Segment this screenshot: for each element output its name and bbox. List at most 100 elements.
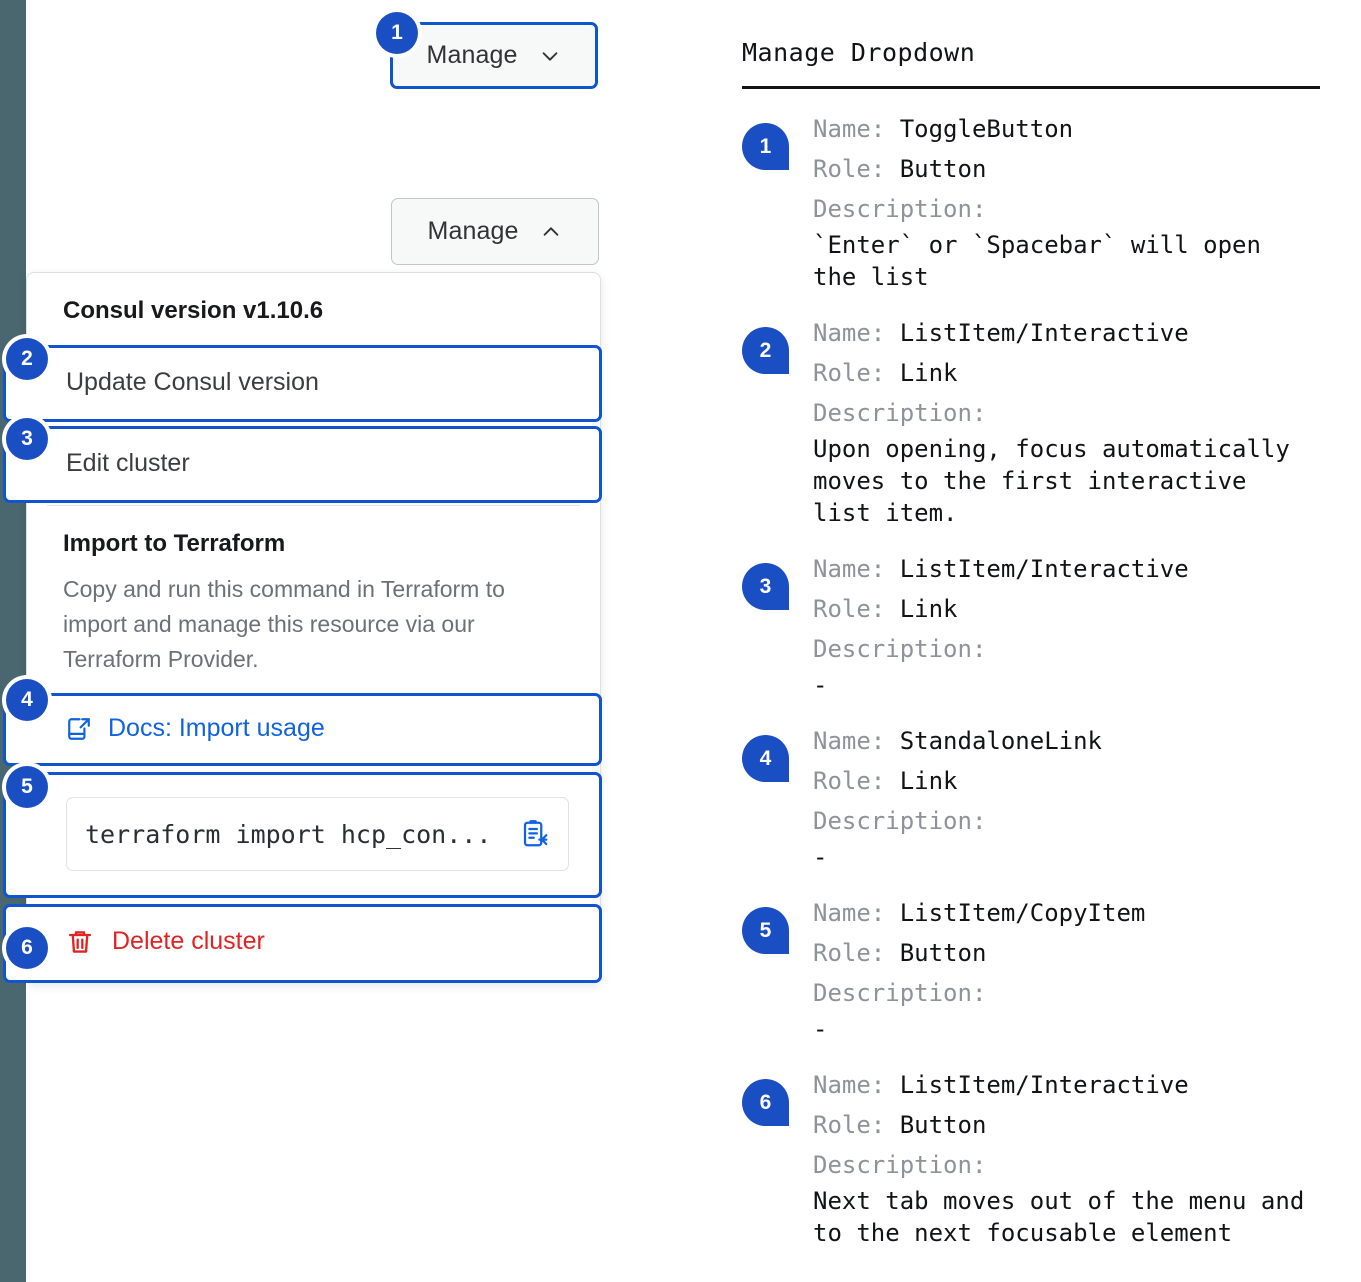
annotation-name-value: StandaloneLink xyxy=(899,727,1102,755)
delete-cluster-label: Delete cluster xyxy=(112,927,265,955)
annotation-name-value: ListItem/Interactive xyxy=(899,319,1189,347)
docs-import-usage-label: Docs: Import usage xyxy=(108,714,325,742)
annotation-description-key: Description: xyxy=(813,979,987,1007)
import-to-terraform-description: Copy and run this command in Terraform t… xyxy=(63,576,505,672)
terraform-copy-item[interactable]: terraform import hcp_con... xyxy=(3,772,602,898)
menu-item-edit-cluster-label: Edit cluster xyxy=(66,449,190,477)
annotation-role-value: Link xyxy=(899,359,958,387)
annotation-badge: 3 xyxy=(742,563,789,610)
annotation-panel-title: Manage Dropdown xyxy=(742,38,976,67)
menu-item-update-consul-version[interactable]: Update Consul version xyxy=(3,345,602,422)
annotation-role: Role: Link xyxy=(813,589,1320,629)
annotation-role-value: Link xyxy=(899,595,958,623)
manage-dropdown-menu: Consul version v1.10.6 Update Consul ver… xyxy=(3,272,602,983)
consul-version-header: Consul version v1.10.6 xyxy=(63,297,324,324)
annotation-role-key: Role: xyxy=(813,359,900,387)
callout-pin-1: 1 xyxy=(376,12,418,54)
annotation-role-key: Role: xyxy=(813,1111,900,1139)
annotation-name-key: Name: xyxy=(813,319,900,347)
external-link-doc-icon xyxy=(68,717,90,740)
import-to-terraform-title: Import to Terraform xyxy=(63,530,286,557)
annotation-role-value: Button xyxy=(899,1111,987,1139)
callout-pin-5: 5 xyxy=(6,766,48,808)
annotation-badge: 4 xyxy=(742,735,789,782)
annotation-description-value: Upon opening, focus automatically moves … xyxy=(813,435,1290,527)
annotation-description-key: Description: xyxy=(813,195,987,223)
docs-import-usage-link-inner: Docs: Import usage xyxy=(66,714,565,743)
trash-icon xyxy=(68,930,92,953)
annotation-description-value: - xyxy=(813,1015,828,1043)
delete-cluster-inner: Delete cluster xyxy=(66,927,565,956)
annotation-role-value: Button xyxy=(899,155,987,183)
annotation-role-key: Role: xyxy=(813,595,900,623)
annotation-name: Name: ListItem/Interactive xyxy=(813,1065,1320,1105)
annotation-description-value: - xyxy=(813,843,828,871)
dropdown-demo-area: Manage 1 Manage Consul version v1.10.6 U… xyxy=(3,12,602,983)
annotation-name: Name: ListItem/CopyItem xyxy=(813,893,1320,933)
annotation-role: Role: Link xyxy=(813,353,1320,393)
annotation-role-key: Role: xyxy=(813,767,900,795)
callout-pin-2: 2 xyxy=(6,338,48,380)
annotation-badge: 2 xyxy=(742,327,789,374)
annotation-role: Role: Button xyxy=(813,1105,1320,1145)
annotation-name-key: Name: xyxy=(813,727,900,755)
annotation-role-value: Button xyxy=(899,939,987,967)
menu-item-update-consul-version-label: Update Consul version xyxy=(66,368,319,396)
annotation-name-value: ListItem/Interactive xyxy=(899,555,1189,583)
left-accent-rail xyxy=(0,0,26,1282)
annotation-name-key: Name: xyxy=(813,115,900,143)
manage-toggle-button-open[interactable]: Manage xyxy=(391,198,599,265)
manage-toggle-label: Manage xyxy=(426,41,518,69)
annotation-badge: 6 xyxy=(742,1079,789,1126)
callout-pin-4: 4 xyxy=(6,679,48,721)
annotation-panel-divider xyxy=(742,86,1320,89)
terraform-command-box[interactable]: terraform import hcp_con... xyxy=(66,797,569,871)
annotation-name: Name: ToggleButton xyxy=(813,109,1320,149)
annotation-badge: 1 xyxy=(742,123,789,170)
docs-import-usage-link[interactable]: Docs: Import usage xyxy=(3,693,602,766)
annotation-role-key: Role: xyxy=(813,155,900,183)
annotation-role: Role: Link xyxy=(813,761,1320,801)
annotation-description-value: - xyxy=(813,671,828,699)
annotation-description-value: `Enter` or `Spacebar` will open the list xyxy=(813,231,1261,291)
menu-item-delete-cluster[interactable]: Delete cluster xyxy=(3,904,602,983)
annotation-description-value: Next tab moves out of the menu and to th… xyxy=(813,1187,1305,1247)
annotation-role-key: Role: xyxy=(813,939,900,967)
callout-pin-3: 3 xyxy=(6,418,48,460)
terraform-command-text: terraform import hcp_con... xyxy=(85,819,492,849)
copy-to-clipboard-icon[interactable] xyxy=(520,819,550,849)
annotation-name-key: Name: xyxy=(813,1071,900,1099)
annotation-role: Role: Button xyxy=(813,933,1320,973)
annotation-role-value: Link xyxy=(899,767,958,795)
chevron-up-icon xyxy=(544,226,559,236)
callout-pin-6: 6 xyxy=(6,927,48,969)
annotation-description-key: Description: xyxy=(813,399,987,427)
annotation-role: Role: Button xyxy=(813,149,1320,189)
annotation-name-key: Name: xyxy=(813,555,900,583)
annotation-badge: 5 xyxy=(742,907,789,954)
manage-toggle-button-focused[interactable]: Manage xyxy=(390,22,598,89)
annotation-name: Name: ListItem/Interactive xyxy=(813,313,1320,353)
manage-toggle-open-label: Manage xyxy=(427,217,519,245)
annotation-description-key: Description: xyxy=(813,807,987,835)
menu-item-edit-cluster[interactable]: Edit cluster xyxy=(3,426,602,503)
annotation-name-value: ToggleButton xyxy=(899,115,1074,143)
annotation-description-key: Description: xyxy=(813,635,987,663)
annotation-description-key: Description: xyxy=(813,1151,987,1179)
annotation-name: Name: ListItem/Interactive xyxy=(813,549,1320,589)
chevron-down-icon xyxy=(543,51,558,61)
menu-divider xyxy=(47,505,580,506)
